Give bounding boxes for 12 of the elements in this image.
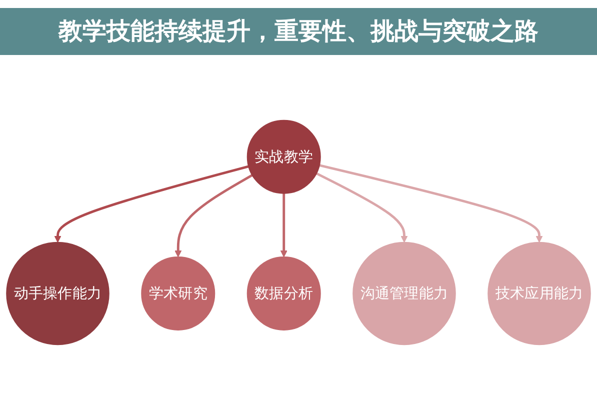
node-circle: 沟通管理能力 [352,242,456,346]
arrow [316,172,408,243]
node-circle: 学术研究 [141,256,216,330]
node-circle: 实战教学 [246,120,321,194]
node-circle: 技术应用能力 [488,242,591,346]
title-banner: 教学技能持续提升，重要性、挑战与突破之路 [0,8,597,56]
arrow [174,174,253,258]
node-circle: 动手操作能力 [6,242,110,346]
arrow [54,165,249,243]
arrow [319,164,543,243]
node-circle: 数据分析 [246,256,321,330]
arrow [280,193,288,258]
